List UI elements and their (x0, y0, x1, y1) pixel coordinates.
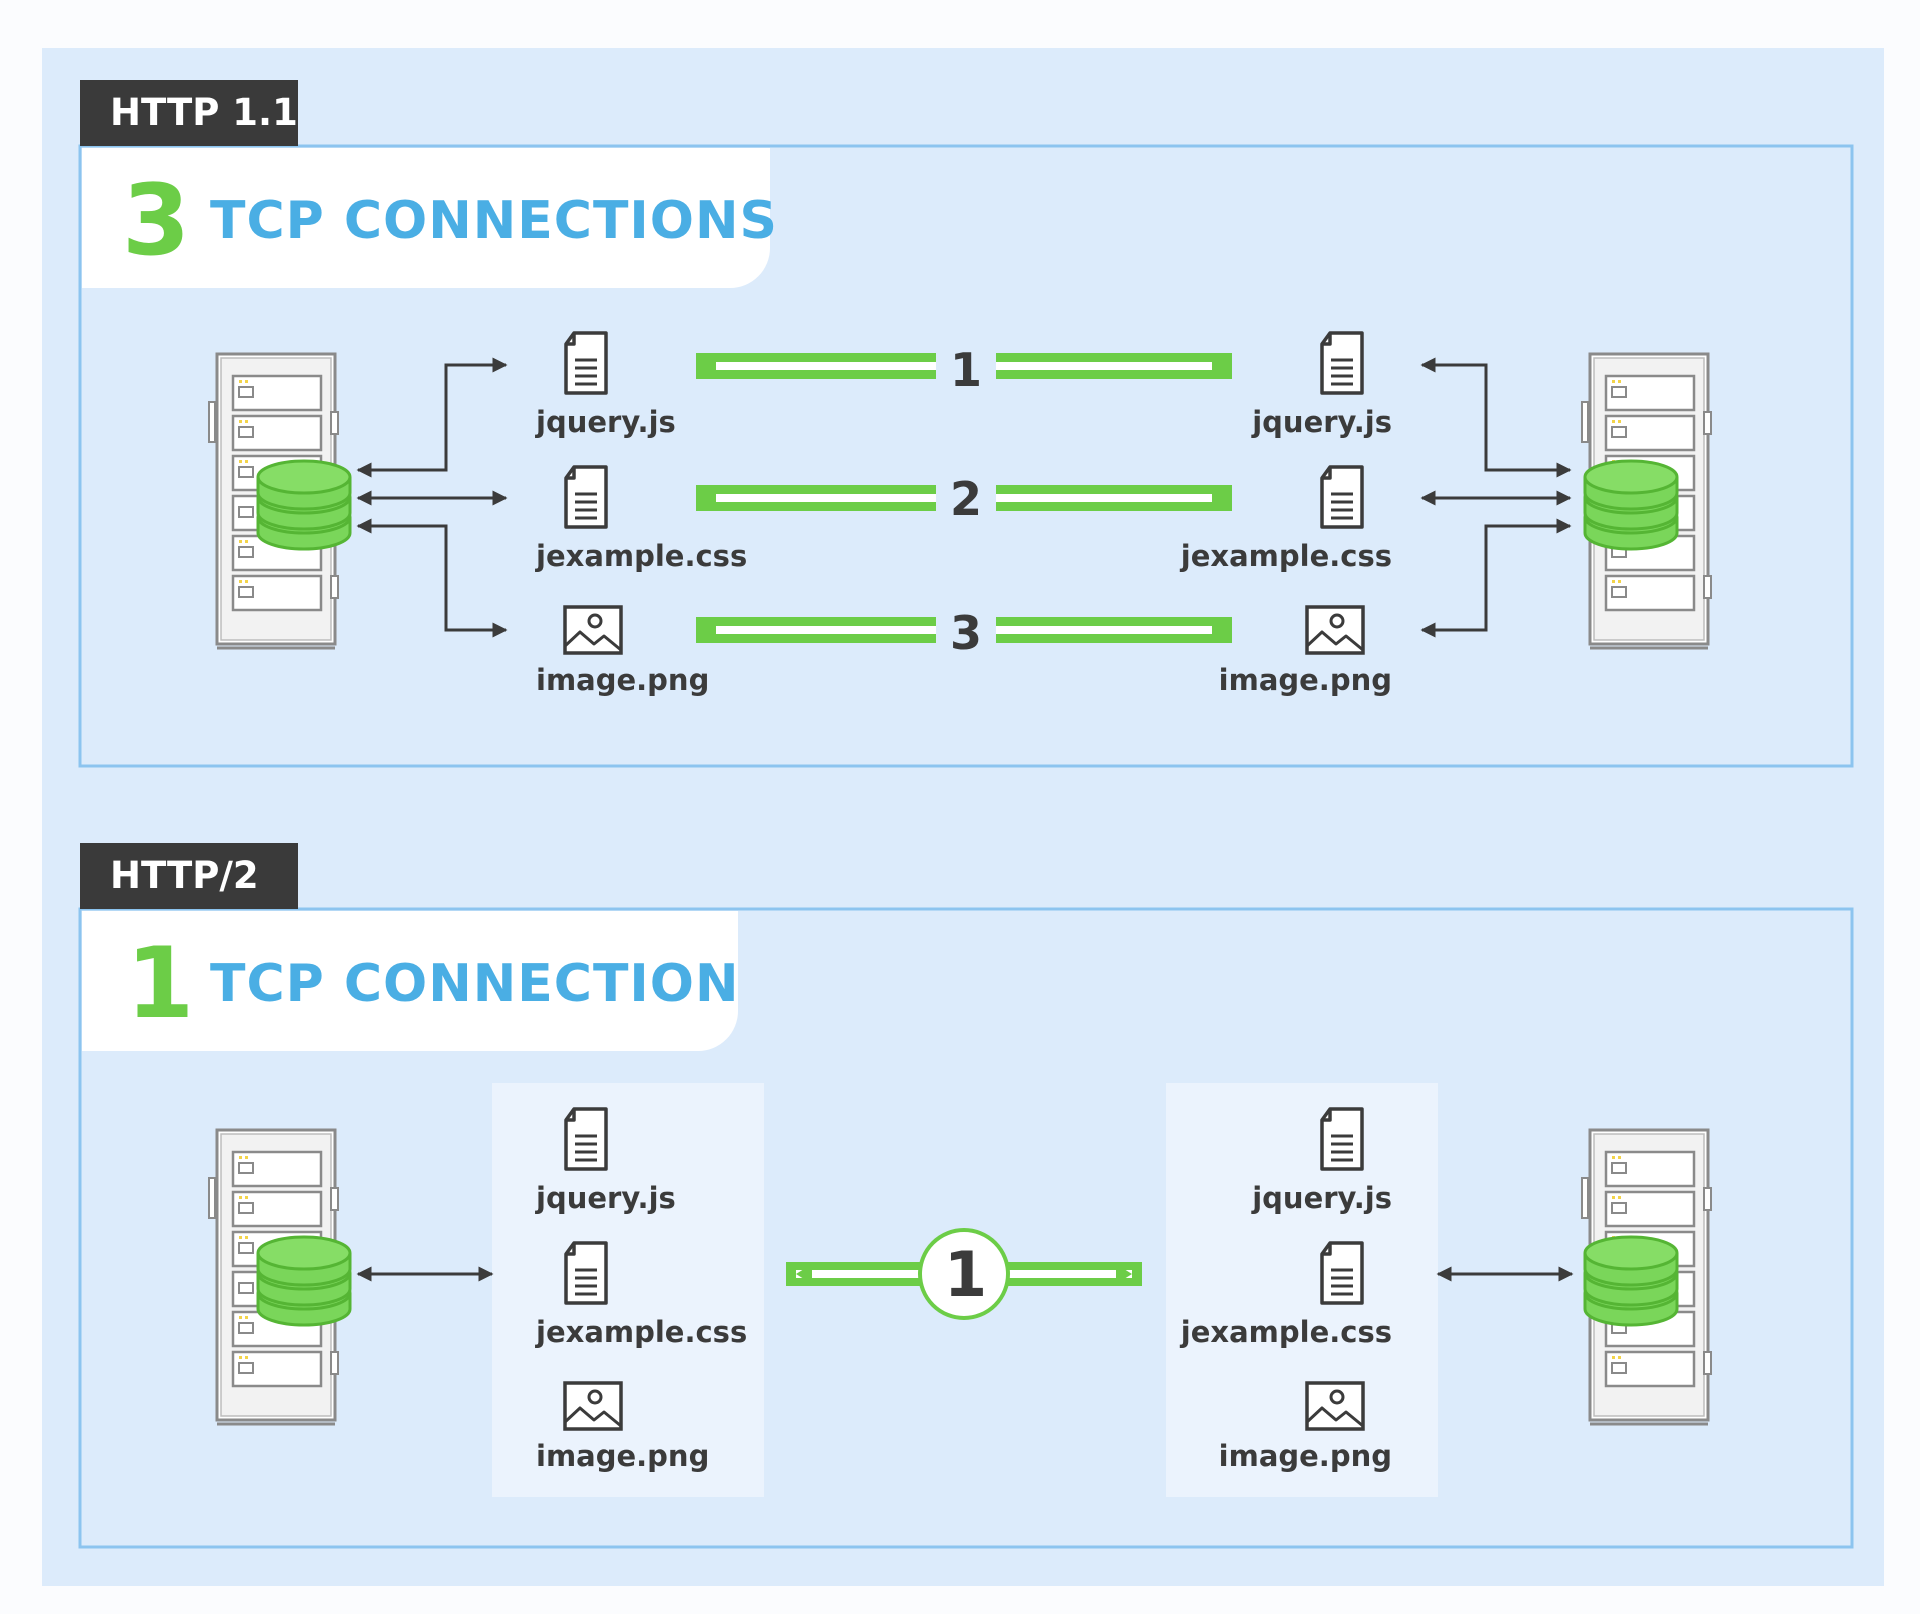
client-files-box (492, 1083, 764, 1497)
http11-tag: HTTP 1.1 (80, 80, 298, 146)
server-file-css-label: jexample.css (1180, 539, 1392, 573)
client-file-css-label: jexample.css (536, 539, 748, 573)
client-file-image-label: image.png (536, 663, 710, 697)
document-icon (564, 1107, 608, 1171)
document-icon (1320, 1241, 1364, 1305)
client-file-image-label: image.png (536, 1439, 710, 1473)
http2-title-card (82, 911, 738, 1051)
tcp-connection-arrow-1 (696, 353, 1232, 379)
http2-title: TCP CONNECTION (210, 954, 740, 1014)
image-icon (563, 1381, 623, 1431)
document-icon (1320, 331, 1364, 395)
server-files-box (1166, 1083, 1438, 1497)
document-icon (1320, 465, 1364, 529)
connection-number-2: 2 (949, 472, 982, 526)
tcp-connection-arrows (696, 353, 1232, 643)
http11-title: TCP CONNECTIONS (210, 191, 778, 251)
connection-number-3: 3 (949, 606, 982, 660)
remote-server-icon (1580, 352, 1713, 650)
image-icon (1305, 1381, 1365, 1431)
http11-title-card (82, 148, 770, 288)
http11-connection-count: 3 (122, 164, 191, 278)
client-fanout-arrows (356, 357, 508, 638)
server-fanin-arrows (1420, 357, 1572, 638)
document-icon (564, 1241, 608, 1305)
connection-number-1: 1 (949, 343, 982, 397)
client-server-icon (207, 352, 352, 650)
server-file-css-label: jexample.css (1180, 1315, 1392, 1349)
http2-connection-count: 1 (126, 927, 195, 1041)
server-file-image-label: image.png (1218, 1439, 1392, 1473)
single-connection-number: 1 (944, 1238, 988, 1311)
image-icon (1305, 605, 1365, 655)
client-file-jquery-label: jquery.js (536, 405, 676, 439)
server-file-jquery-label: jquery.js (1252, 405, 1392, 439)
http2-tag: HTTP/2 (80, 843, 298, 909)
http2-panel (78, 907, 1854, 1549)
client-file-jquery-label: jquery.js (536, 1181, 676, 1215)
document-icon (1320, 1107, 1364, 1171)
tcp-connection-arrow-2 (696, 485, 1232, 511)
client-server-icon (207, 1128, 352, 1426)
document-icon (564, 465, 608, 529)
single-tcp-connection-arrow (786, 1228, 1142, 1320)
server-file-jquery-label: jquery.js (1252, 1181, 1392, 1215)
image-icon (563, 605, 623, 655)
document-icon (564, 331, 608, 395)
remote-server-icon (1580, 1128, 1713, 1426)
server-file-image-label: image.png (1218, 663, 1392, 697)
client-file-css-label: jexample.css (536, 1315, 748, 1349)
tcp-connection-arrow-3 (696, 617, 1232, 643)
